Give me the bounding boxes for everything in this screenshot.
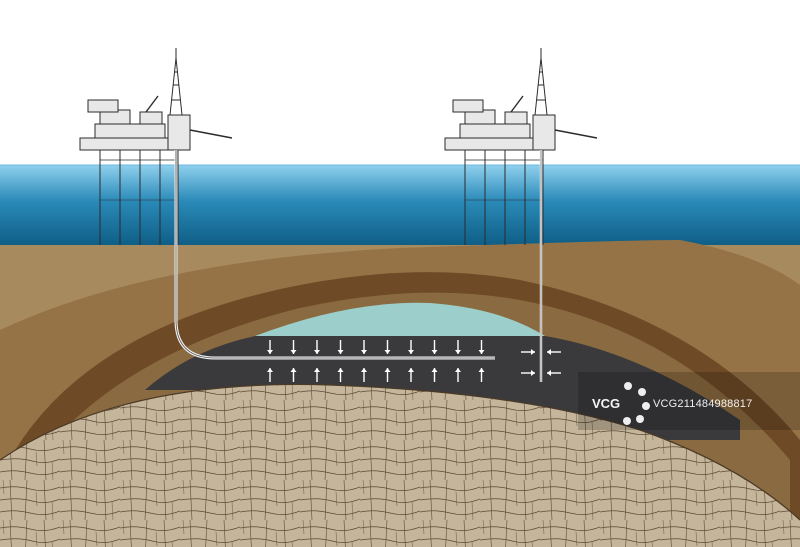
flow-arrow-down-head <box>314 350 320 354</box>
flow-arrow-up-head <box>361 368 367 372</box>
flow-arrow-down-head <box>408 350 414 354</box>
flow-arrow-left-head <box>547 349 551 355</box>
flow-arrow-down-head <box>290 350 297 354</box>
sea <box>0 165 800 245</box>
horizontal-well-outline <box>175 150 495 359</box>
flow-arrow-down-head <box>455 350 461 354</box>
basement-edge <box>0 383 800 521</box>
flow-arrow-down-head <box>478 350 485 354</box>
flow-arrow-up-head <box>478 368 485 372</box>
flow-arrows-down <box>267 340 485 354</box>
watermark-band <box>578 372 800 430</box>
flow-arrow-up-head <box>384 368 391 372</box>
flow-arrows-side <box>521 349 561 376</box>
flow-arrow-up-head <box>337 368 344 372</box>
gas-cap <box>255 302 545 336</box>
flow-arrow-right-head <box>531 370 535 376</box>
oil-platform-right <box>444 48 598 245</box>
flow-arrow-up-head <box>408 368 414 372</box>
flow-arrows-up <box>267 368 485 382</box>
flow-arrow-up-head <box>431 368 438 372</box>
flow-arrow-down-head <box>384 350 391 354</box>
flow-arrow-down-head <box>337 350 344 354</box>
watermark-text: VCG211484988817 <box>653 398 753 410</box>
oil-zone <box>145 336 740 440</box>
flow-arrow-down-head <box>267 350 273 354</box>
flow-arrow-right-head <box>531 349 535 355</box>
watermark-logo-mark <box>623 382 650 425</box>
flow-arrow-up-head <box>455 368 461 372</box>
flow-arrow-up-head <box>267 368 273 372</box>
watermark-logo: VCG <box>592 396 621 411</box>
flow-arrow-left-head <box>547 370 551 376</box>
flow-arrow-up-head <box>314 368 320 372</box>
flow-arrow-down-head <box>361 350 367 354</box>
basement-rock <box>0 384 800 547</box>
flow-arrow-up-head <box>290 368 297 372</box>
oil-platform-left <box>79 48 233 245</box>
flow-arrow-down-head <box>431 350 438 354</box>
